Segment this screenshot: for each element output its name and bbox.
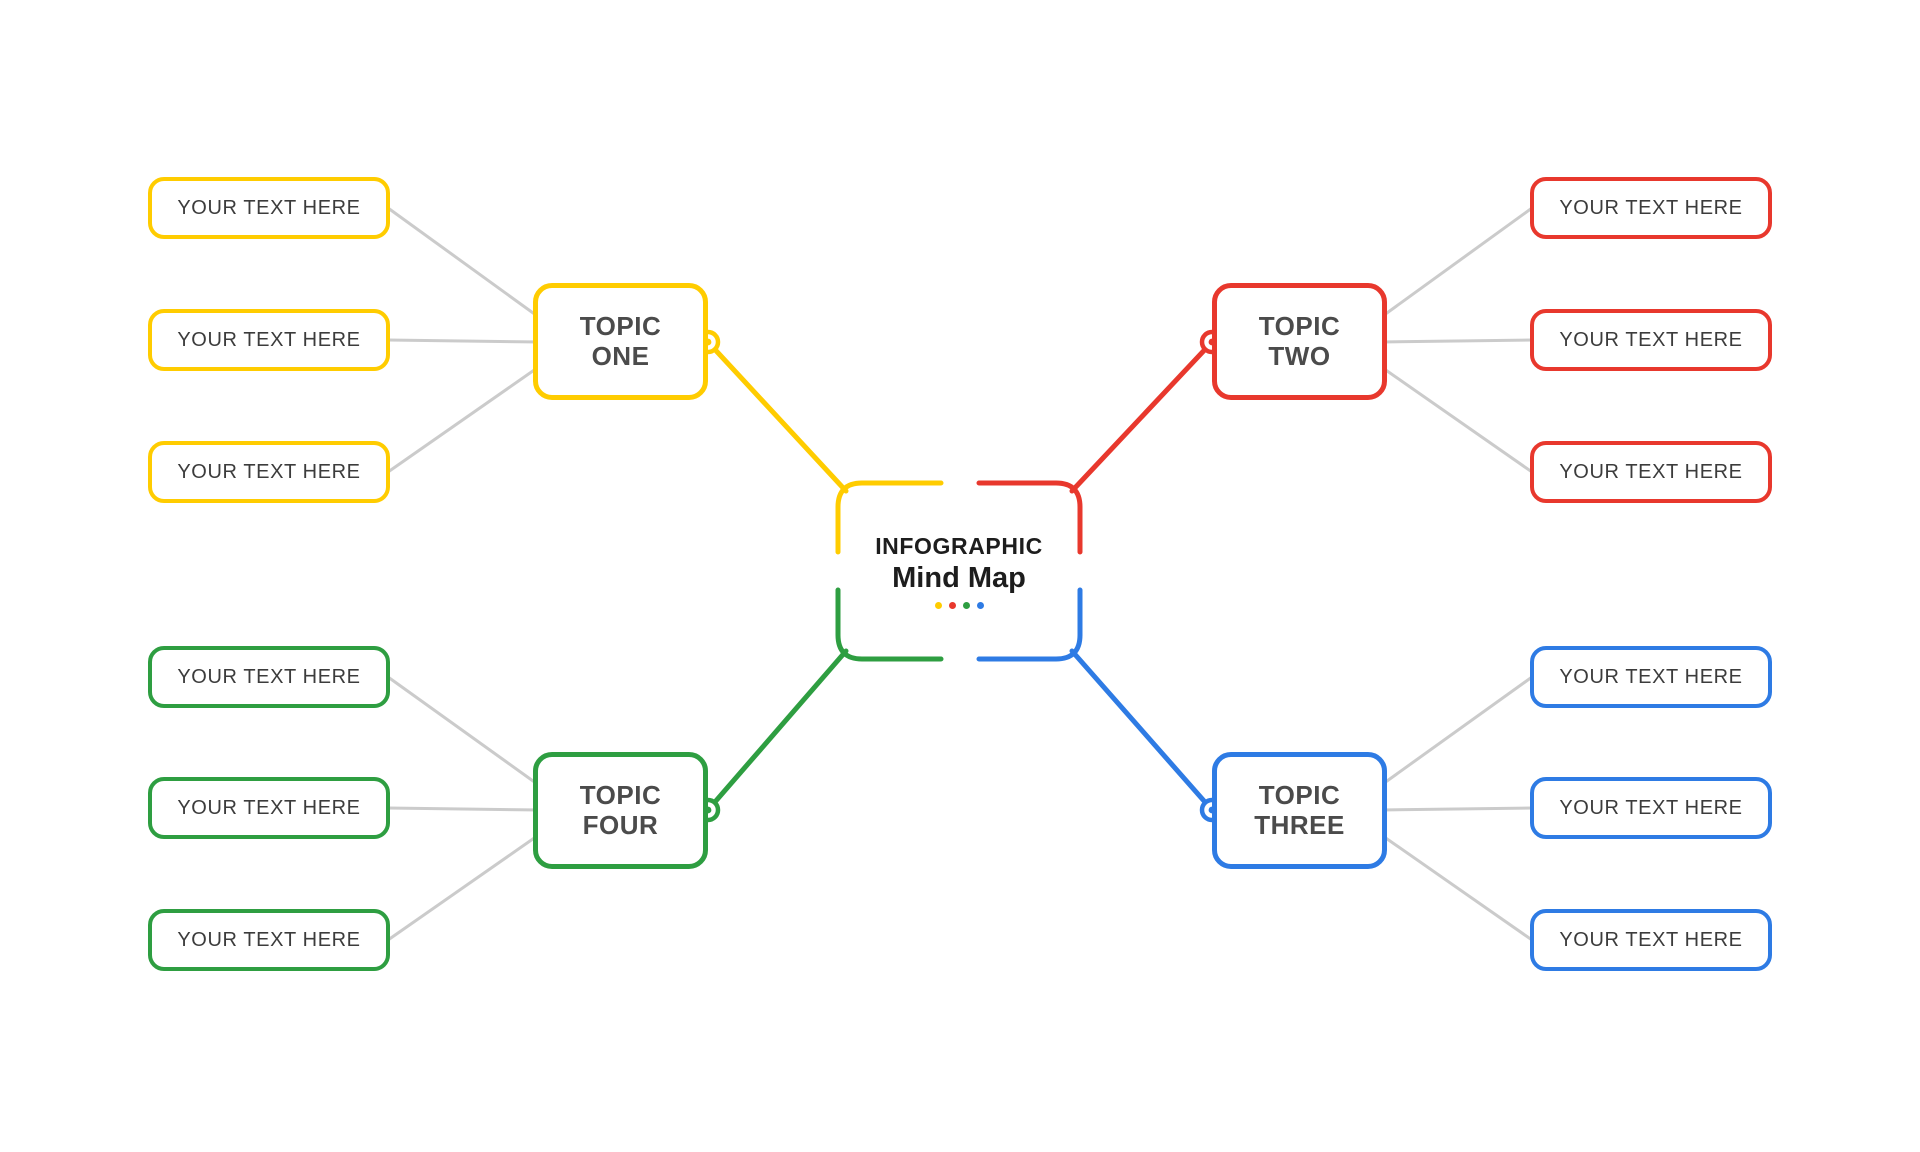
center-title: INFOGRAPHIC [875,533,1043,559]
leaf-box: YOUR TEXT HERE [148,646,390,708]
center-dots-icon [934,602,984,609]
center-node: INFOGRAPHIC Mind Map [838,483,1080,659]
leaf-text: YOUR TEXT HERE [177,796,361,819]
leaf-text: YOUR TEXT HERE [177,328,361,351]
topic-box-three: TOPIC THREE [1212,752,1387,869]
leaf-text: YOUR TEXT HERE [1559,328,1743,351]
leaf-connector-line [387,832,541,942]
leaf-text: YOUR TEXT HERE [177,196,361,219]
leaf-text: YOUR TEXT HERE [177,460,361,483]
topic-label: THREE [1254,809,1345,840]
leaf-connector-line [1379,806,1533,812]
leaf-connector-line [387,806,541,812]
topic-box-two: TOPIC TWO [1212,283,1387,400]
topic-three-wire [1069,648,1215,813]
leaf-connector-line [1379,675,1533,788]
leaf-text: YOUR TEXT HERE [1559,196,1743,219]
leaf-text: YOUR TEXT HERE [1559,460,1743,483]
leaf-connector-line [387,675,541,788]
leaf-box: YOUR TEXT HERE [148,777,390,839]
topic-label: TOPIC [1258,779,1341,810]
dot-icon [948,602,956,609]
leaf-connector-line [1379,832,1533,942]
topic-box-one: TOPIC ONE [533,283,708,400]
leaf-box: YOUR TEXT HERE [1530,309,1772,371]
leaf-box: YOUR TEXT HERE [1530,177,1772,239]
center-border-segment-green [835,587,944,662]
leaf-box: YOUR TEXT HERE [148,177,390,239]
leaf-text: YOUR TEXT HERE [1559,796,1743,819]
center-border-segment-blue [976,587,1083,662]
dot-icon [934,602,942,609]
leaf-box: YOUR TEXT HERE [148,441,390,503]
topic-box-four: TOPIC FOUR [533,752,708,869]
leaf-connector-line [387,364,541,474]
topic-label: ONE [591,340,650,371]
leaf-connector-line [387,338,541,344]
leaf-box: YOUR TEXT HERE [1530,777,1772,839]
topic-label: TOPIC [579,310,662,341]
leaf-connector-line [1379,364,1533,474]
center-border-segment-yellow [835,480,944,555]
topic-label: FOUR [582,809,659,840]
topic-label: TOPIC [1258,310,1341,341]
topic-two-wire [1069,339,1215,494]
leaf-text: YOUR TEXT HERE [177,928,361,951]
leaf-box: YOUR TEXT HERE [1530,646,1772,708]
topic-one-wire [705,339,849,494]
center-border-segment-red [976,480,1083,555]
dot-icon [976,602,984,609]
leaf-box: YOUR TEXT HERE [1530,909,1772,971]
leaf-text: YOUR TEXT HERE [1559,665,1743,688]
topic-label: TOPIC [579,779,662,810]
topic-four-wire [705,648,849,813]
leaf-connector-line [1379,206,1533,320]
center-subtitle: Mind Map [892,562,1026,594]
leaf-box: YOUR TEXT HERE [148,309,390,371]
leaf-text: YOUR TEXT HERE [177,665,361,688]
dot-icon [962,602,970,609]
leaf-connector-line [387,206,541,320]
leaf-box: YOUR TEXT HERE [1530,441,1772,503]
leaf-connector-line [1379,338,1533,344]
leaf-text: YOUR TEXT HERE [1559,928,1743,951]
topic-label: TWO [1268,340,1331,371]
leaf-box: YOUR TEXT HERE [148,909,390,971]
